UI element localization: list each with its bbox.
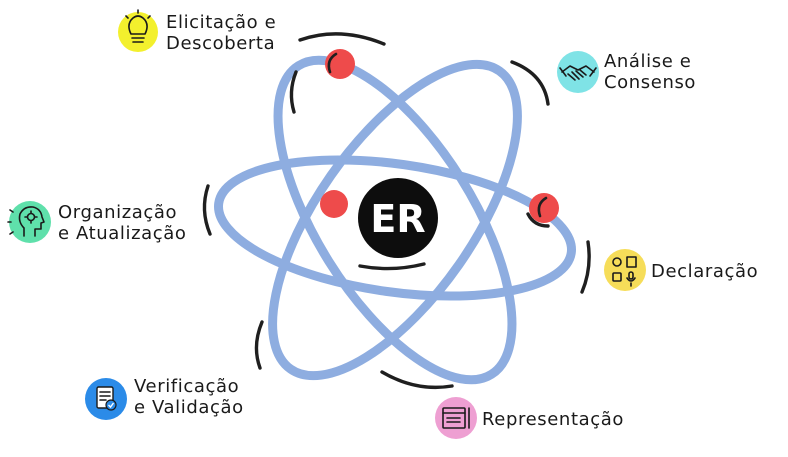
lightbulb-icon <box>125 9 151 43</box>
phase-label-line: Elicitação e <box>166 12 276 33</box>
phase-verificacao: Verificação e Validação <box>85 376 244 420</box>
phase-analise: Análise e Consenso <box>557 51 696 93</box>
checklist-icon <box>96 386 117 411</box>
phase-organizacao: Organização e Atualização <box>7 201 187 244</box>
phase-label-line: Declaração <box>651 261 758 282</box>
phase-label-line: Descoberta <box>166 33 275 54</box>
electrons <box>320 49 559 223</box>
electron-highlight <box>327 52 338 74</box>
lightbulb-icon-badge <box>118 12 158 52</box>
orbit-right-tilted <box>268 59 522 381</box>
swoosh <box>298 32 386 46</box>
atom-core: ER <box>358 178 438 258</box>
swoosh <box>358 262 426 271</box>
swoosh <box>289 70 298 114</box>
phase-label-line: Análise e <box>604 51 691 72</box>
phase-label-line: e Validação <box>134 397 244 418</box>
swoosh <box>202 184 212 236</box>
gear-head-icon <box>7 206 45 237</box>
motion-swooshes <box>202 32 591 390</box>
swoosh <box>580 240 591 294</box>
phase-label-line: Representação <box>482 409 624 430</box>
phase-label-line: e Atualização <box>58 223 187 244</box>
orbit-horizontal <box>214 155 576 301</box>
core-label: ER <box>370 197 425 241</box>
phase-declaracao: Declaração <box>604 249 758 291</box>
electron <box>320 190 348 218</box>
core-circle <box>358 178 438 258</box>
handshake-icon <box>559 65 597 81</box>
swoosh <box>526 212 550 228</box>
phase-label-line: Verificação <box>134 376 239 397</box>
swoosh <box>254 320 264 370</box>
orbits <box>214 55 576 385</box>
swoosh <box>380 370 454 390</box>
notes-microphone-icon <box>612 256 637 287</box>
document-pencil-icon <box>442 407 470 429</box>
swoosh <box>510 60 550 106</box>
phase-elicitacao: Elicitação e Descoberta <box>118 9 276 54</box>
electron-highlight <box>537 196 548 218</box>
phase-label-line: Consenso <box>604 72 696 93</box>
phase-representacao: Representação <box>435 397 624 439</box>
phase-label-line: Organização <box>58 202 177 223</box>
electron <box>529 193 559 223</box>
orbit-left-tilted <box>273 55 517 385</box>
notes-microphone-icon-badge <box>604 249 646 291</box>
